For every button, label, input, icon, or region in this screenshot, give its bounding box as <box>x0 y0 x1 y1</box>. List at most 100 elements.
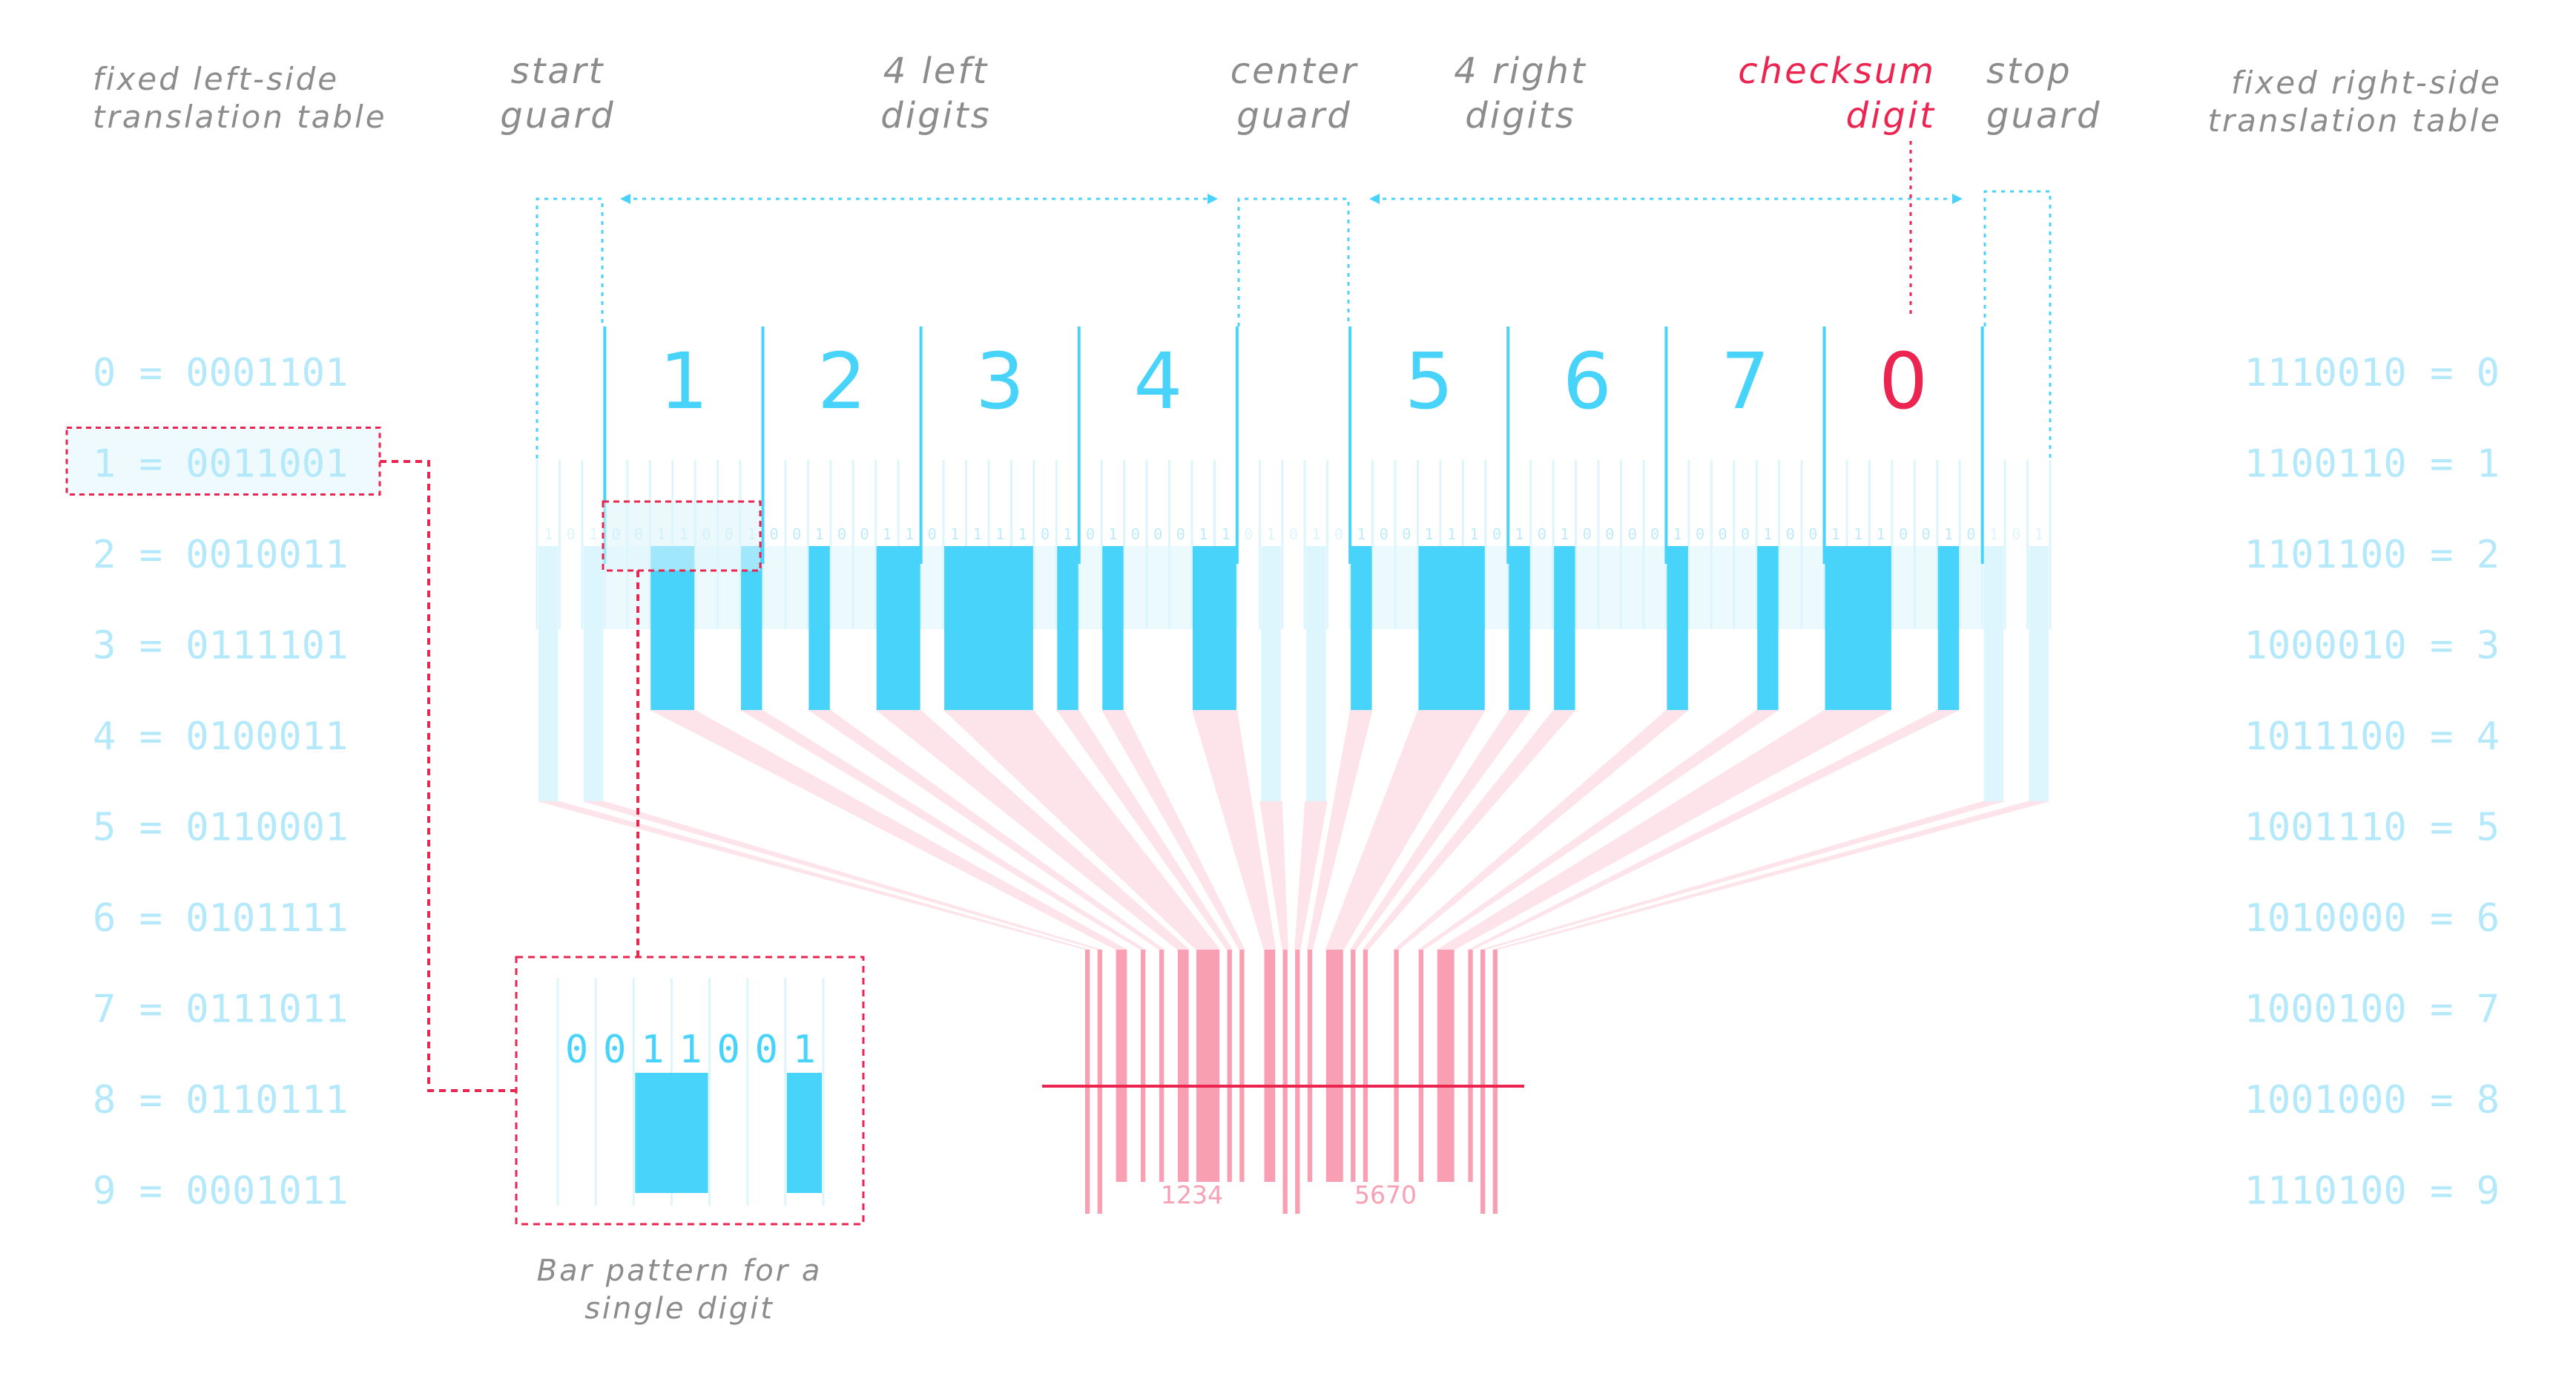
bit-digit: 1 <box>815 525 824 543</box>
bit-digit: 1 <box>973 525 982 543</box>
digit-bar <box>1554 546 1575 710</box>
bit-digit: 0 <box>1899 525 1908 543</box>
inset-bar <box>786 1073 822 1193</box>
barcode-bar <box>1140 950 1146 1182</box>
bit-digit: 0 <box>1334 525 1343 543</box>
guard-bar <box>1261 546 1281 801</box>
bit-digit: 0 <box>1153 525 1162 543</box>
space-fill <box>1734 546 1756 629</box>
bit-digit: 0 <box>1380 525 1389 543</box>
space-fill <box>763 546 785 629</box>
left-table-row: 1 = 0011001 <box>93 442 348 487</box>
inset-bit: 0 <box>717 1028 739 1072</box>
bit-digit: 0 <box>1131 525 1140 543</box>
bit-digit: 0 <box>1583 525 1592 543</box>
left-digits-arrowhead-end <box>1208 194 1218 204</box>
bit-digit: 1 <box>1108 525 1117 543</box>
barcode-bar <box>1351 950 1356 1182</box>
guard-bar <box>1306 546 1326 801</box>
inset-bit: 0 <box>565 1028 588 1072</box>
barcode-bar <box>1325 950 1343 1182</box>
encoded-digit: 3 <box>975 336 1024 427</box>
bit-digit: 0 <box>1786 525 1795 543</box>
fan-ray <box>537 801 1091 950</box>
space-fill <box>1599 546 1621 629</box>
center-guard-label-line2: guard <box>1236 95 1352 137</box>
guard-bar <box>538 546 559 801</box>
digit-pattern-highlight-box <box>602 500 762 572</box>
inset-bar <box>635 1073 708 1193</box>
left-table-row: 6 = 0101111 <box>93 896 348 941</box>
bit-digit: 0 <box>1176 525 1185 543</box>
bit-digit: 0 <box>1289 525 1298 543</box>
space-fill <box>785 546 808 629</box>
bit-digit: 0 <box>1966 525 1975 543</box>
left-table-row: 2 = 0010011 <box>93 533 348 577</box>
fan-ray <box>1492 801 2050 950</box>
left-digits-arrowhead-start <box>620 194 630 204</box>
barcode-bar <box>1116 950 1127 1182</box>
bit-digit: 1 <box>1515 525 1523 543</box>
barcode-bar <box>1196 950 1220 1182</box>
barcode-bar <box>1227 950 1232 1182</box>
bit-digit: 1 <box>1222 525 1231 543</box>
section-brackets <box>536 190 2052 467</box>
bit-digit: 1 <box>1425 525 1434 543</box>
space-fill <box>1034 546 1056 629</box>
bit-digit: 0 <box>792 525 801 543</box>
digit-bar <box>1057 546 1078 710</box>
bit-digit: 0 <box>2012 525 2020 543</box>
barcode-bar <box>1239 950 1245 1182</box>
digit-bar <box>741 546 762 710</box>
bit-digit: 0 <box>1538 525 1546 543</box>
digit-bar <box>1418 546 1485 710</box>
right-table-row: 1001110 = 5 <box>2244 806 2500 850</box>
space-fill <box>1170 546 1191 629</box>
barcode-bar <box>1418 950 1424 1182</box>
header-labels: fixed left-side translation table start … <box>93 50 2502 139</box>
digit-bar <box>1351 546 1372 710</box>
encoded-digit: 6 <box>1563 336 1612 427</box>
right-table-row: 1001000 = 8 <box>2244 1078 2500 1123</box>
left-digits-label-line1: 4 left <box>883 50 989 92</box>
space-fill <box>1124 546 1147 629</box>
stop-guard-label-line2: guard <box>1986 95 2102 137</box>
bit-digit: 1 <box>950 525 959 543</box>
fan-ray <box>808 710 1165 950</box>
space-fill <box>1486 546 1508 629</box>
inset-bit: 0 <box>755 1028 778 1072</box>
fan-ray <box>1467 710 1960 950</box>
left-table-row: 4 = 0100011 <box>93 714 348 759</box>
bit-digit: 1 <box>2035 525 2043 543</box>
right-table-row: 1011100 = 4 <box>2244 714 2500 759</box>
bit-digit: 0 <box>1922 525 1931 543</box>
barcode-bar <box>1363 950 1368 1182</box>
space-fill <box>1960 546 1982 629</box>
encoded-digit: 5 <box>1405 336 1454 427</box>
stop-guard-label-line1: stop <box>1986 50 2072 92</box>
bit-digits: 1010011001001001101111010100011010101001… <box>544 525 2043 543</box>
bit-digit: 0 <box>1402 525 1411 543</box>
fan-ray <box>943 710 1221 950</box>
right-digits-label-line2: digits <box>1465 95 1575 137</box>
left-table-row: 7 = 0111011 <box>93 987 348 1032</box>
bit-digit: 1 <box>589 525 598 543</box>
left-table-row: 3 = 0111101 <box>93 624 348 668</box>
bit-digit: 1 <box>1267 525 1276 543</box>
encoded-digit: 7 <box>1721 336 1770 427</box>
digit-bar <box>1192 546 1236 710</box>
inset-bit: 0 <box>603 1028 626 1072</box>
digit-bar <box>1937 546 1960 710</box>
bit-digit: 0 <box>1718 525 1727 543</box>
space-fill <box>1689 546 1711 629</box>
fan-ray <box>1191 710 1277 950</box>
bit-digit: 1 <box>1470 525 1479 543</box>
barcode-bar <box>1159 950 1165 1182</box>
space-fill <box>1892 546 1914 629</box>
fan-ray <box>875 710 1190 950</box>
bracket-arrowheads <box>620 194 1963 204</box>
guard-bar <box>2029 546 2049 801</box>
right-table-title-line1: fixed right-side <box>2231 65 2502 101</box>
